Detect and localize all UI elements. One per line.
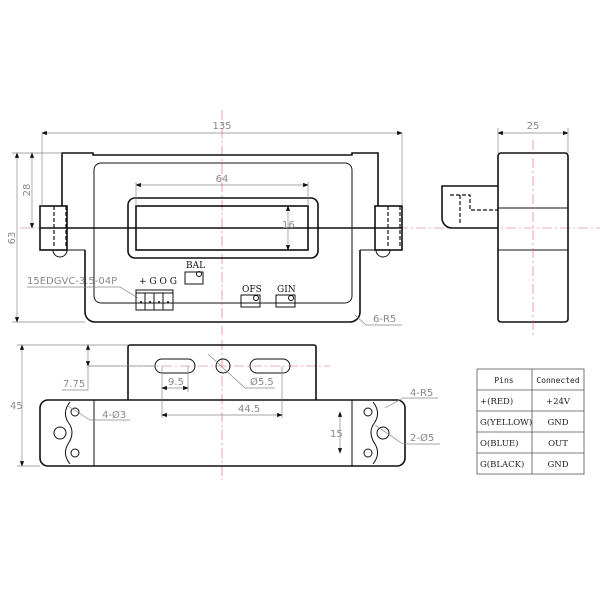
- table-cell-connected: OUT: [548, 439, 568, 449]
- terminal-block: [135, 289, 174, 311]
- table-cell-pin: G(YELLOW): [480, 417, 532, 428]
- pot-ofs: [240, 294, 261, 308]
- table-cell-connected: +24V: [546, 397, 571, 407]
- dim-window-height-16: 16: [282, 220, 295, 231]
- side-view: 25: [441, 121, 569, 335]
- pot-bal-label: BAL: [186, 261, 205, 271]
- table-cell-pin: O(BLUE): [480, 438, 518, 449]
- dim-slot-9-5: 9.5: [168, 377, 184, 388]
- dim-height-63: 63: [7, 232, 18, 245]
- table-cell-pin: G(BLACK): [480, 459, 524, 470]
- dim-width-135: 135: [212, 121, 231, 132]
- table-header-pins: Pins: [494, 376, 513, 385]
- bottom-view: 45 7.75 9.5 44.5 Ø5.5 4-Ø3 4-R5 15 2-Ø5: [10, 340, 440, 480]
- dim-slot-spacing-44-5: 44.5: [238, 404, 260, 415]
- connector-label: 15EDGVC-3.5-04P: [27, 276, 117, 287]
- table-cell-pin: +(RED): [480, 396, 513, 407]
- pot-ofs-label: OFS: [242, 285, 262, 295]
- pot-bal: [184, 271, 204, 285]
- table-header-connected: Connected: [536, 376, 580, 385]
- dim-hole-spacing-15: 15: [330, 429, 343, 440]
- front-view: 135 63 28 64 16 15EDGVC-3.5-04P + G O G …: [7, 110, 600, 335]
- dim-upper-28: 28: [22, 184, 33, 197]
- dim-depth-25: 25: [527, 121, 540, 132]
- dim-corner-4-r5: 4-R5: [410, 388, 433, 399]
- dim-hole-5-5: Ø5.5: [250, 376, 274, 388]
- pin-table: Pins Connected +(RED) +24V G(YELLOW) GND…: [476, 368, 585, 475]
- dim-window-width-64: 64: [216, 174, 229, 185]
- pot-gin: [275, 294, 296, 308]
- dim-height-45: 45: [10, 401, 23, 412]
- dim-large-holes: 2-Ø5: [410, 432, 434, 444]
- dim-offset-7-75: 7.75: [63, 379, 85, 390]
- dim-small-holes: 4-Ø3: [102, 409, 126, 421]
- connector-pins-label: + G O G: [139, 277, 177, 287]
- pot-gin-label: GIN: [277, 285, 296, 295]
- table-cell-connected: GND: [547, 460, 568, 470]
- dim-corner-6-r5: 6-R5: [373, 314, 396, 325]
- table-cell-connected: GND: [547, 418, 568, 428]
